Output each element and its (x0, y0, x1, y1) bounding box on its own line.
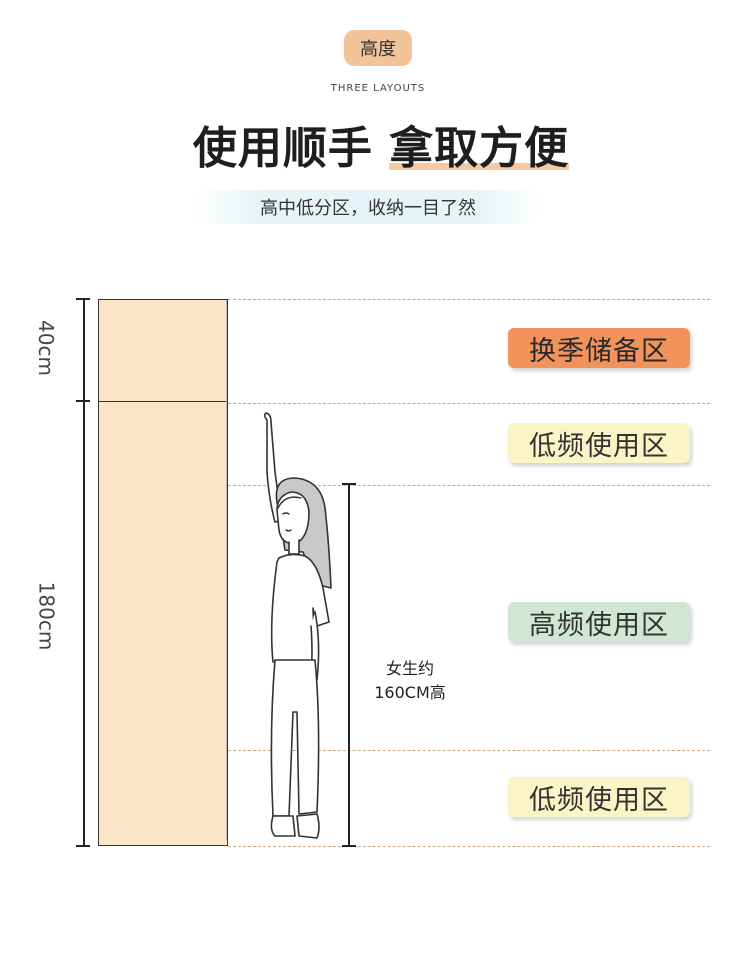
zone-tag-low-frequency-upper: 低频使用区 (508, 423, 690, 463)
level-line-lower (228, 750, 710, 751)
dimension-tick-top (76, 298, 90, 300)
woman-figure-icon (263, 412, 332, 839)
woman-height-label: 女生约 160CM高 (360, 657, 460, 705)
page-title: 使用顺手 拿取方便 (0, 112, 750, 176)
zone-tag-high-frequency: 高频使用区 (508, 602, 690, 642)
woman-height-tick-top (342, 483, 356, 485)
wardrobe-side-edge (226, 300, 227, 840)
level-line-upper (228, 403, 710, 404)
level-line-top (228, 299, 710, 300)
dimension-label-top: 40cm (33, 320, 58, 376)
title-highlight: 拿取方便 (389, 123, 570, 174)
tagline: 高中低分区，收纳一目了然 (193, 190, 543, 224)
dimension-tick-bottom (76, 845, 90, 847)
woman-height-line2: 160CM高 (374, 683, 446, 702)
subtitle-english: THREE LAYOUTS (330, 83, 426, 94)
wardrobe-top-section (98, 299, 228, 403)
dimension-label-main: 180cm (34, 581, 59, 651)
wardrobe-main-section (98, 401, 228, 846)
woman-height-line (348, 484, 350, 846)
level-line-head (228, 485, 710, 486)
title-main: 使用顺手 (192, 123, 373, 174)
level-line-floor (228, 846, 710, 847)
zone-tag-low-frequency-lower: 低频使用区 (508, 777, 690, 817)
dimension-tick-middle (76, 400, 90, 402)
woman-height-tick-bottom (342, 845, 356, 847)
dimension-line (83, 299, 85, 847)
height-badge: 高度 (344, 30, 412, 66)
woman-height-line1: 女生约 (385, 659, 434, 678)
zone-tag-season-storage: 换季储备区 (508, 328, 690, 368)
